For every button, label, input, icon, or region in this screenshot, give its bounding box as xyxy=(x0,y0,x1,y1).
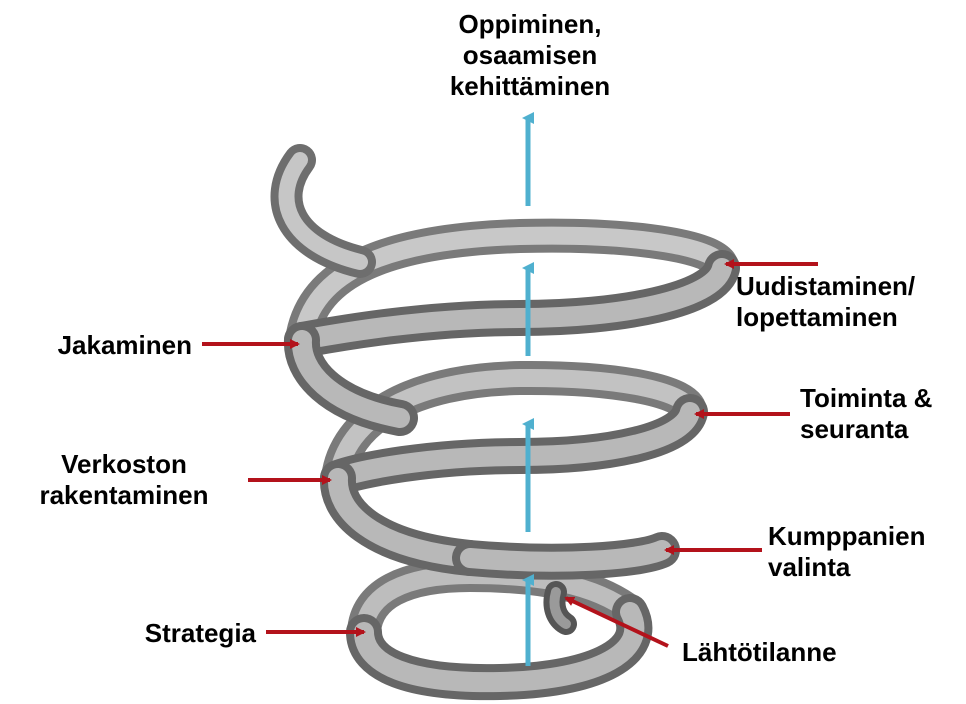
label-strategia: Strategia xyxy=(60,618,256,649)
label-lahtotilanne: Lähtötilanne xyxy=(682,637,837,668)
label-oppiminen: Oppiminen, osaamisen kehittäminen xyxy=(430,9,630,102)
label-kumppanien: Kumppanien valinta xyxy=(768,521,925,583)
label-verkoston: Verkoston rakentaminen xyxy=(6,449,242,511)
label-uudistaminen: Uudistaminen/ lopettaminen xyxy=(736,271,915,333)
label-jakaminen: Jakaminen xyxy=(20,330,192,361)
label-toiminta: Toiminta & seuranta xyxy=(800,383,932,445)
